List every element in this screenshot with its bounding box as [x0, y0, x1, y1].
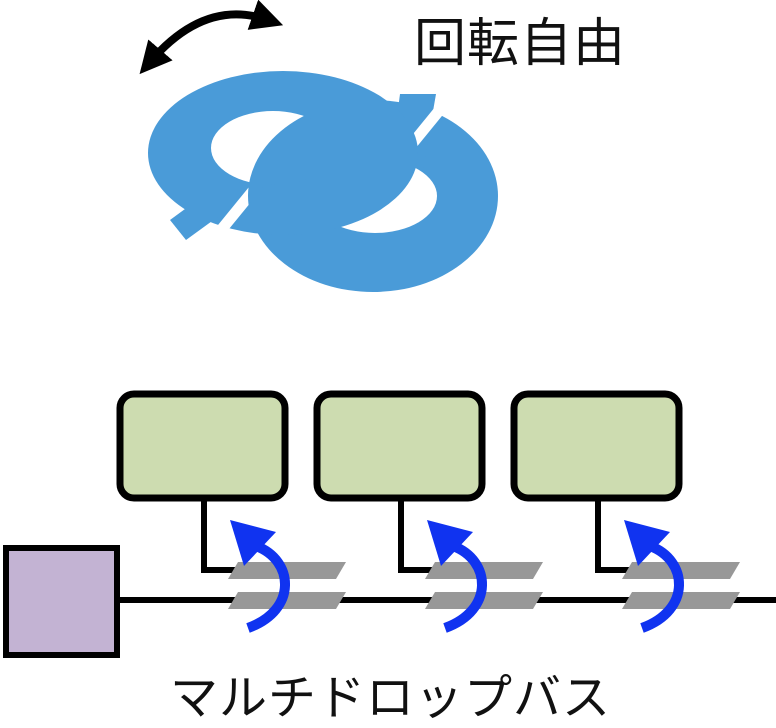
node-box: [116, 390, 289, 502]
bus-label: マルチドロップバス: [170, 670, 612, 726]
lower-coupler-plate: [228, 592, 346, 609]
node-stub-line: [595, 498, 634, 573]
node-box: [313, 390, 486, 502]
bus-nodes: [116, 390, 740, 633]
rotation-label: 回転自由: [414, 14, 627, 74]
node-stub-line: [201, 498, 240, 573]
front-coupler-ring: [148, 71, 418, 240]
curved-rotate-arrow-icon: [624, 520, 684, 633]
lower-coupler-plate: [622, 592, 740, 609]
curved-rotate-arrow-icon: [427, 520, 487, 633]
node-stub-line: [398, 498, 437, 573]
bus-node-unit: [313, 390, 543, 633]
rotary-coupler-illustration: [139, 0, 498, 292]
lower-coupler-plate: [425, 592, 543, 609]
bus-node-unit: [510, 390, 740, 633]
host-box: [3, 545, 120, 658]
multidrop-bus: [3, 390, 776, 658]
curved-rotate-arrow-icon: [230, 520, 290, 633]
double-headed-curved-arrow-icon: [139, 0, 284, 75]
bus-node-unit: [116, 390, 346, 633]
node-box: [510, 390, 683, 502]
